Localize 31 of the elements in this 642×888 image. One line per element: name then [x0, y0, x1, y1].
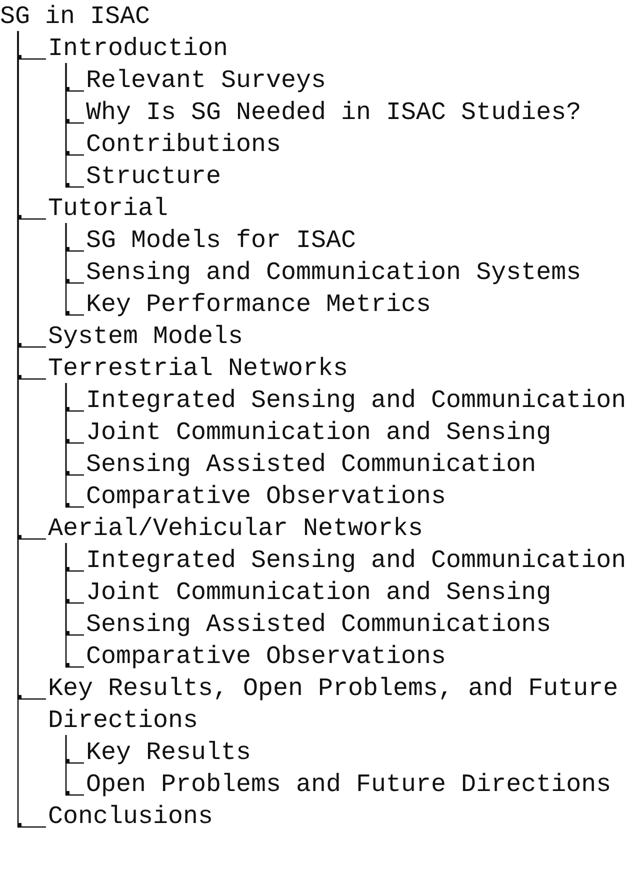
outline-entry: SG Models for ISAC: [86, 225, 356, 257]
tree-connector: [65, 383, 84, 508]
outline-entry: System Models: [48, 321, 244, 353]
outline-entry: Contributions: [86, 129, 282, 161]
outline-entry: Integrated Sensing and Communication: [86, 385, 626, 417]
outline-entry: Sensing Assisted Communications: [86, 609, 552, 641]
tree-connector: [65, 543, 84, 668]
outline-entry: SG in ISAC: [0, 1, 150, 33]
outline-entry: Why Is SG Needed in ISAC Studies?: [86, 97, 582, 129]
outline-entry: Tutorial: [48, 193, 168, 225]
outline-entry: Integrated Sensing and Communication: [86, 545, 626, 577]
tree-connector: [17, 31, 46, 828]
tree-connector: [65, 223, 84, 316]
outline-entry: Sensing and Communication Systems: [86, 257, 582, 289]
outline-entry: Terrestrial Networks: [48, 353, 348, 385]
outline-entry: Comparative Observations: [86, 641, 446, 673]
outline-entry: Structure: [86, 161, 222, 193]
outline-entry: Aerial/Vehicular Networks: [48, 513, 424, 545]
outline-entry: Open Problems and Future Directions: [86, 769, 612, 801]
outline-entry: Comparative Observations: [86, 481, 446, 513]
outline-entry: Relevant Surveys: [86, 65, 326, 97]
outline-entry: Joint Communication and Sensing: [86, 577, 552, 609]
outline-entry: Sensing Assisted Communication: [86, 449, 536, 481]
outline-entry: Conclusions: [48, 801, 214, 833]
tree-connector: [65, 735, 84, 796]
outline-entry: Introduction: [48, 33, 228, 65]
outline-entry: Key Results: [86, 737, 252, 769]
outline-entry: Joint Communication and Sensing: [86, 417, 552, 449]
outline-entry: Key Performance Metrics: [86, 289, 432, 321]
tree-connector: [65, 63, 84, 188]
outline-entry: Key Results, Open Problems, and Future Directions: [48, 673, 640, 737]
